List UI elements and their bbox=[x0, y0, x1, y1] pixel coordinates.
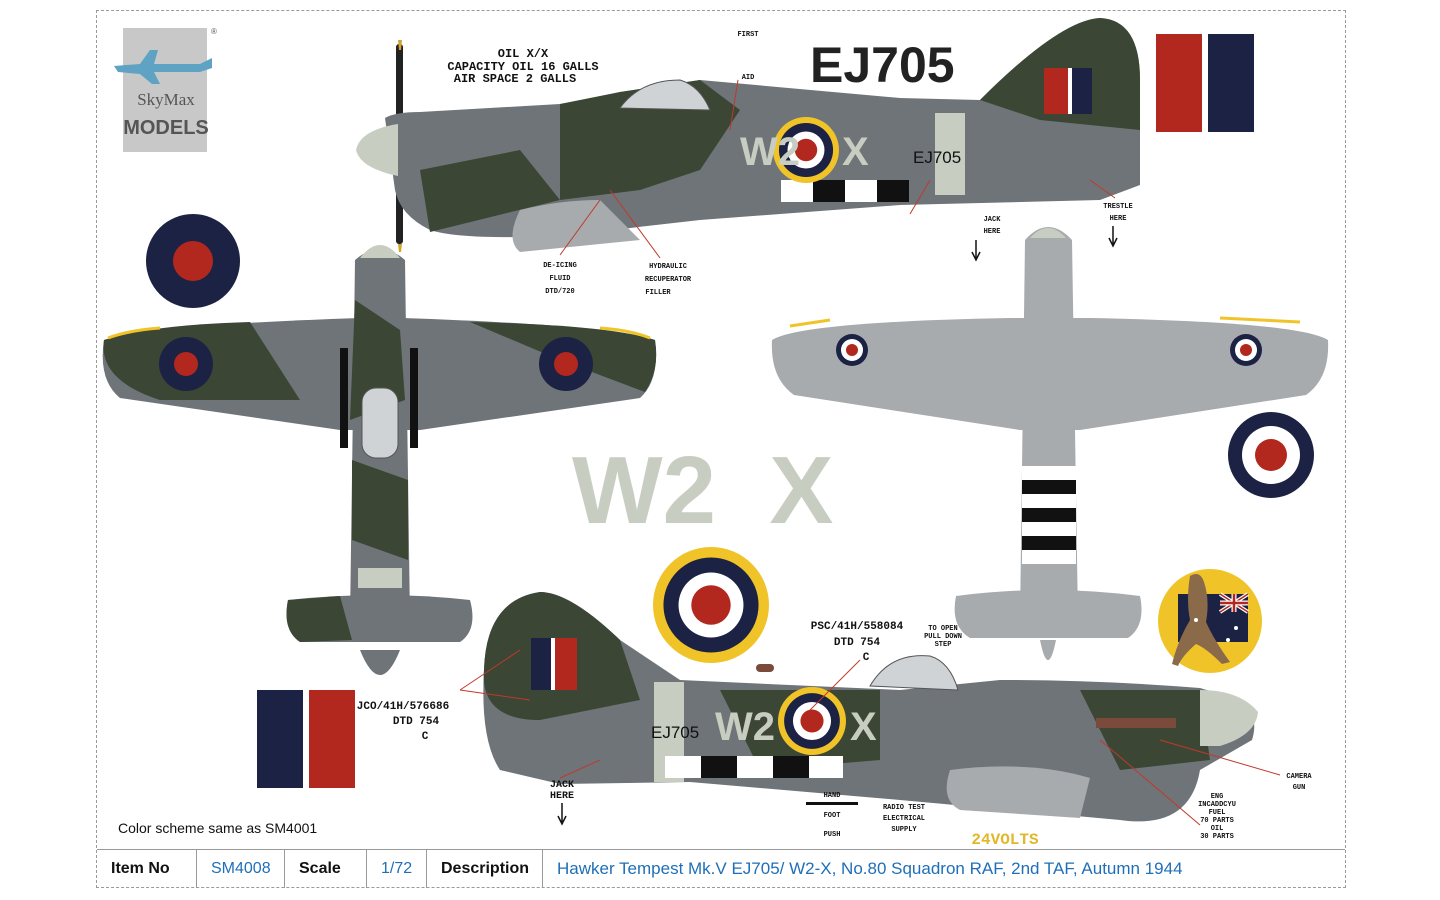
jco-stencil-1: JCO/41H/576686 bbox=[357, 701, 449, 713]
description-label: Description bbox=[427, 850, 543, 888]
jack-here-top-1: JACK bbox=[984, 216, 1002, 224]
radio-3: SUPPLY bbox=[891, 826, 917, 834]
first-aid-2: AID bbox=[742, 74, 755, 82]
side-profile-left-facing: W2 X EJ705 bbox=[356, 18, 1140, 259]
bottom-fuselage-serial: EJ705 bbox=[651, 723, 699, 742]
top-code-left: W2 bbox=[740, 130, 800, 174]
arrow-down-icon bbox=[971, 240, 981, 262]
item-no-value: SM4008 bbox=[197, 850, 285, 888]
first-aid-1: FIRST bbox=[737, 31, 758, 39]
camera-gun-1: CAMERA bbox=[1286, 773, 1312, 781]
hand-1: HAND bbox=[824, 792, 841, 800]
top-fuselage-serial: EJ705 bbox=[913, 148, 961, 167]
pull-step-1: TO OPEN bbox=[928, 625, 957, 633]
bottom-code-right: X bbox=[850, 705, 877, 749]
fin-flash-decal-bottom bbox=[257, 690, 355, 788]
big-code-decal: W2 X bbox=[572, 437, 833, 544]
deicing-1: DE-ICING bbox=[543, 262, 577, 270]
eng-6: 30 PARTS bbox=[1200, 833, 1234, 841]
brand-name-top: SkyMax bbox=[137, 90, 195, 109]
oil-note-3: AIR SPACE 2 GALLS bbox=[454, 72, 576, 86]
eng-3: FUEL bbox=[1209, 809, 1226, 817]
arrow-down-icon bbox=[1108, 226, 1118, 248]
pull-step-2: PULL DOWN bbox=[924, 633, 962, 641]
roundel-decal-right bbox=[1228, 412, 1314, 498]
deicing-2: FLUID bbox=[549, 275, 570, 283]
camera-gun-2: GUN bbox=[1293, 784, 1306, 792]
arrow-down-icon bbox=[557, 803, 567, 826]
eng-1: ENG bbox=[1211, 793, 1224, 801]
jack-here-top-2: HERE bbox=[984, 228, 1001, 236]
decal-sheet-border bbox=[96, 10, 1346, 888]
skymax-logo: SkyMax MODELS ® bbox=[114, 27, 217, 152]
psc-stencil-2: DTD 754 bbox=[834, 637, 881, 649]
jack-here-bottom-2: HERE bbox=[550, 791, 574, 802]
top-code-right: X bbox=[842, 130, 869, 174]
brand-name-bottom: MODELS bbox=[123, 117, 209, 139]
jco-stencil-3: C bbox=[422, 731, 429, 743]
roundel-decal-upper-left bbox=[146, 214, 240, 308]
hand-3: PUSH bbox=[824, 831, 841, 839]
registered-mark: ® bbox=[211, 27, 217, 36]
pull-step-3: STEP bbox=[935, 641, 952, 649]
bottom-stencils: PSC/41H/558084 DTD 754 C JCO/41H/576686 … bbox=[357, 621, 1313, 849]
top-stencils: OIL X/X CAPACITY OIL 16 GALLS AIR SPACE … bbox=[447, 31, 1132, 297]
scale-label: Scale bbox=[285, 850, 367, 888]
lower-plan-view bbox=[771, 227, 1329, 660]
eng-5: OIL bbox=[1211, 825, 1224, 833]
eng-2: INCADDCYU bbox=[1198, 801, 1236, 809]
psc-stencil-3: C bbox=[863, 652, 870, 664]
radio-2: ELECTRICAL bbox=[883, 815, 925, 823]
description-value: Hawker Tempest Mk.V EJ705/ W2-X, No.80 S… bbox=[557, 859, 1183, 878]
volts-decal: 24VOLTS bbox=[971, 831, 1039, 849]
fin-flash-decal-top bbox=[1156, 34, 1254, 132]
deicing-3: DTD/720 bbox=[545, 288, 574, 296]
upper-plan-view bbox=[102, 245, 657, 675]
hydraulic-2: RECUPERATOR bbox=[645, 276, 692, 284]
item-no-label: Item No bbox=[97, 850, 197, 888]
psc-stencil-1: PSC/41H/558084 bbox=[811, 621, 904, 633]
hydraulic-1: HYDRAULIC bbox=[649, 263, 687, 271]
roundel-decal-center bbox=[653, 547, 769, 663]
plane-logo-icon bbox=[114, 50, 212, 84]
jco-stencil-2: DTD 754 bbox=[393, 716, 440, 728]
eng-4: 70 PARTS bbox=[1200, 817, 1234, 825]
hydraulic-3: FILLER bbox=[645, 289, 671, 297]
trestle-here-2: HERE bbox=[1110, 215, 1127, 223]
info-bar: Item No SM4008 Scale 1/72 Description Ha… bbox=[97, 849, 1345, 888]
scale-value: 1/72 bbox=[367, 850, 427, 888]
large-serial-decal: EJ705 bbox=[810, 37, 955, 93]
oil-note-2: CAPACITY OIL 16 GALLS bbox=[447, 60, 598, 74]
bottom-code-left: W2 bbox=[715, 705, 775, 749]
side-profile-right-facing: W2 X EJ705 bbox=[459, 592, 1281, 826]
jack-here-bottom-1: JACK bbox=[550, 780, 574, 791]
hand-2: FOOT bbox=[824, 812, 841, 820]
kangaroo-icon bbox=[1172, 574, 1230, 666]
trestle-here-1: TRESTLE bbox=[1103, 203, 1132, 211]
squadron-badge bbox=[1158, 569, 1262, 673]
radio-1: RADIO TEST bbox=[883, 804, 925, 812]
color-scheme-note: Color scheme same as SM4001 bbox=[118, 820, 318, 836]
oil-note-1: OIL X/X bbox=[498, 47, 549, 61]
